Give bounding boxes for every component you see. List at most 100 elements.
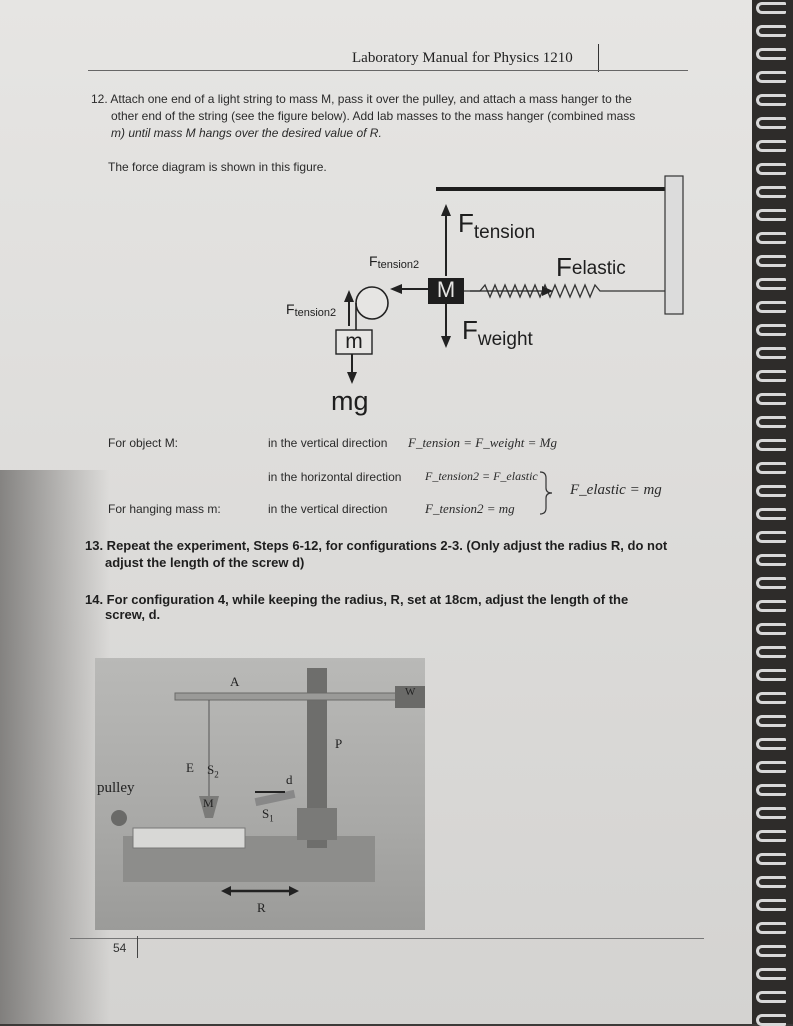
label-m: m: [345, 330, 363, 353]
label-M: M: [436, 277, 456, 302]
binding-coil: [756, 2, 786, 14]
manual-page: Laboratory Manual for Physics 1210 12. A…: [0, 0, 752, 1024]
binding-coil: [756, 232, 786, 244]
binding-coil: [756, 301, 786, 313]
header-divider: [598, 44, 599, 72]
elastic-arrowhead: [542, 286, 553, 296]
photo-label-r: R: [257, 900, 266, 915]
binding-coil: [756, 715, 786, 727]
binding-coil: [756, 876, 786, 888]
binding-coil: [756, 347, 786, 359]
binding-coil: [756, 853, 786, 865]
binding-coil: [756, 485, 786, 497]
vertical-direction-label: in the vertical direction: [268, 436, 388, 450]
binding-coil: [756, 738, 786, 750]
binding-coil: [756, 439, 786, 451]
photo-label-p: P: [335, 736, 343, 751]
figure-note: The force diagram is shown in this figur…: [108, 160, 327, 174]
object-m-label: For object M:: [108, 436, 179, 450]
spring-screw: [254, 789, 296, 807]
pulley-photo: [111, 810, 127, 826]
mass-m-box: [335, 329, 373, 355]
binding-coil: [756, 416, 786, 428]
page-number: 54: [113, 941, 127, 955]
tension2-arrowhead-up: [344, 290, 354, 302]
label-f-tension: Ftension: [458, 208, 536, 243]
scale-ruler: [132, 827, 246, 849]
step12-line2: other end of the string (see the figure …: [111, 109, 636, 123]
spring: [464, 283, 665, 299]
hanging-equation: F_tension2 = mg: [425, 501, 515, 516]
binding-coil: [756, 393, 786, 405]
footer-divider: [137, 936, 138, 958]
binding-coil: [756, 209, 786, 221]
step12-line1: 12. Attach one end of a light string to …: [91, 92, 632, 106]
wall: [664, 175, 684, 315]
footer-rule: [70, 938, 704, 939]
binding-coil: [756, 140, 786, 152]
binding-coil: [756, 830, 786, 842]
label-mg: mg: [331, 386, 369, 416]
pulley-wheel: [355, 286, 389, 320]
binding-coil: [756, 531, 786, 543]
force-diagram: [335, 175, 684, 384]
photo-label-e: E: [186, 760, 194, 775]
step14-line1: 14. For configuration 4, while keeping t…: [85, 592, 629, 607]
vertical-post: [307, 668, 327, 848]
photo-label-a: A: [230, 674, 240, 689]
label-f-tension2-top: Ftension2: [369, 253, 420, 271]
binding-coil: [756, 370, 786, 382]
post-base: [297, 808, 337, 840]
photo-label-s2: S2: [207, 762, 219, 780]
binding-coil: [756, 94, 786, 106]
binding-coil: [756, 807, 786, 819]
binding-coil: [756, 784, 786, 796]
hanging-mass-label: For hanging mass m:: [108, 502, 221, 516]
binding-coil: [756, 117, 786, 129]
binding-coil: [756, 163, 786, 175]
binding-coil: [756, 508, 786, 520]
horizontal-arm: [174, 692, 436, 701]
photo-label-s1: S1: [262, 806, 274, 824]
tension-arrowhead: [441, 204, 451, 216]
binding-coil: [756, 71, 786, 83]
horizontal-direction-label: in the horizontal direction: [268, 470, 402, 484]
spiral-binding: [752, 0, 793, 1026]
label-f-elastic: Felastic: [556, 252, 626, 282]
step13-line1: 13. Repeat the experiment, Steps 6-12, f…: [85, 538, 668, 553]
binding-coil: [756, 278, 786, 290]
label-f-weight: Fweight: [462, 315, 533, 350]
tension2-arrowhead-left: [390, 284, 402, 294]
binding-coil: [756, 25, 786, 37]
binding-coil: [756, 554, 786, 566]
photo-label-m: M: [203, 796, 214, 810]
binding-coil: [756, 623, 786, 635]
photo-label-pulley: pulley: [97, 780, 135, 796]
binding-coil: [756, 577, 786, 589]
mass-M-box: [428, 278, 464, 304]
binding-coil: [756, 991, 786, 1003]
step12-line3: m) until mass M hangs over the desired v…: [111, 126, 382, 140]
apparatus-photo: [95, 658, 436, 930]
hanging-mass: [199, 796, 219, 818]
binding-coil: [756, 968, 786, 980]
binding-coil: [756, 324, 786, 336]
binding-coil: [756, 462, 786, 474]
weight-arrowhead: [441, 336, 451, 348]
binding-coil: [756, 692, 786, 704]
step13-line2: adjust the length of the screw d): [105, 555, 305, 570]
hanging-direction-label: in the vertical direction: [268, 502, 388, 516]
binding-coil: [756, 600, 786, 612]
binding-coil: [756, 761, 786, 773]
page-shadow: [0, 470, 110, 1024]
binding-coil: [756, 945, 786, 957]
photo-label-d: d: [286, 772, 293, 787]
result-equation: F_elastic = mg: [570, 482, 662, 498]
counterweight: [395, 686, 425, 708]
label-f-tension2-left: Ftension2: [286, 301, 337, 319]
apparatus-illustration: [111, 668, 436, 896]
equation-brace: [539, 471, 553, 515]
photo-label-w: W: [405, 686, 416, 698]
binding-coil: [756, 922, 786, 934]
page-header-title: Laboratory Manual for Physics 1210: [352, 50, 573, 66]
